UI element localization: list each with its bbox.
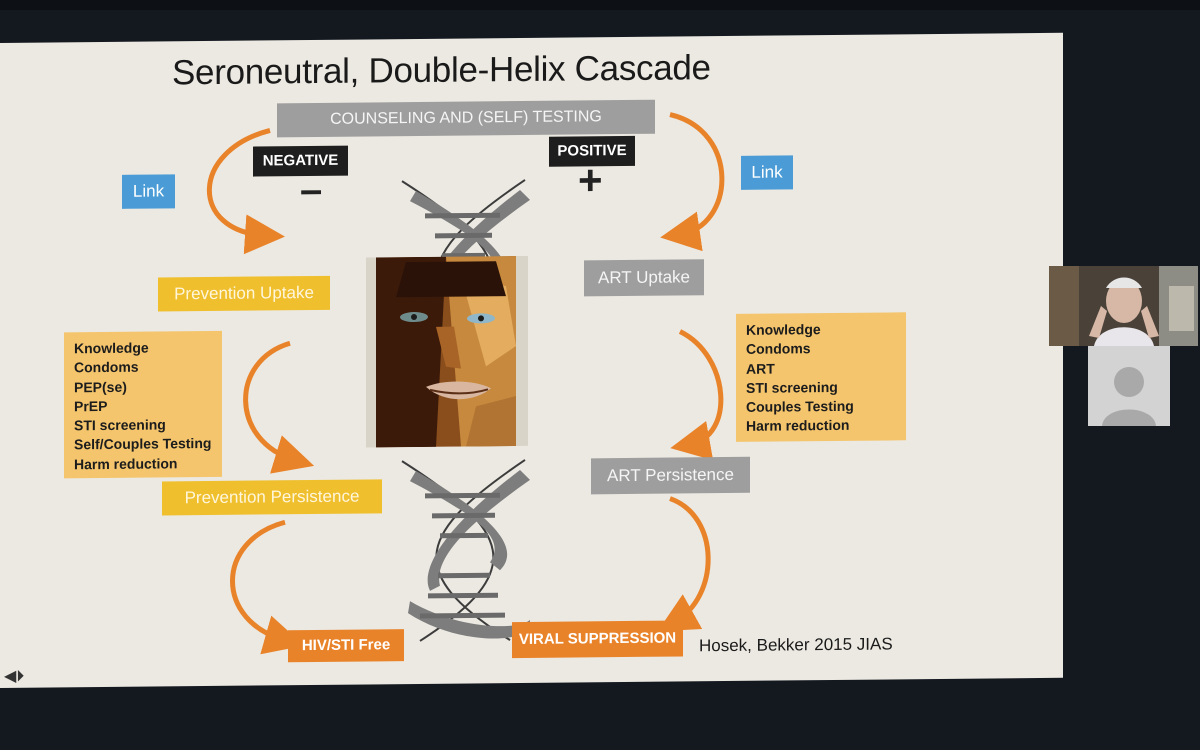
hiv-sti-free-label: HIV/STI Free: [288, 629, 404, 663]
list-item: Knowledge: [74, 339, 149, 357]
prevention-uptake-label: Prevention Uptake: [158, 275, 330, 312]
list-item: PrEP: [74, 397, 108, 415]
cascade-arrows: [206, 112, 725, 655]
list-item: Knowledge: [746, 321, 821, 338]
speaker-icon[interactable]: ◀⏵: [4, 668, 25, 685]
negative-sign: –: [300, 167, 323, 213]
list-item: Condoms: [746, 340, 811, 358]
art-uptake-label: ART Uptake: [584, 259, 704, 297]
list-item: PEP(se): [74, 378, 127, 395]
prevention-tools-list: Knowledge Condoms PEP(se) PrEP STI scree…: [64, 330, 222, 479]
face-portrait-graphic: [366, 255, 528, 448]
screen-top-bar: [0, 0, 1200, 10]
participant-video-image: [1049, 266, 1198, 346]
viral-suppression-label: VIRAL SUPPRESSION: [512, 620, 683, 659]
presentation-slide: Seroneutral, Double-Helix Cascade COUNSE…: [0, 32, 1063, 689]
participant-avatar-tile[interactable]: [1088, 346, 1170, 426]
list-item: Harm reduction: [74, 455, 178, 473]
link-right-label: Link: [741, 155, 793, 190]
list-item: Self/Couples Testing: [74, 435, 212, 453]
list-item: STI screening: [74, 416, 166, 434]
list-item: Couples Testing: [746, 397, 854, 416]
list-item: STI screening: [746, 378, 838, 396]
art-tools-list: Knowledge Condoms ART STI screening Coup…: [736, 312, 906, 442]
citation-text: Hosek, Bekker 2015 JIAS: [699, 634, 893, 656]
participant-video-thumbnail[interactable]: [1049, 266, 1198, 346]
art-persistence-label: ART Persistence: [591, 456, 750, 495]
list-item: Condoms: [74, 358, 139, 376]
avatar-placeholder-icon: [1088, 346, 1170, 426]
link-left-label: Link: [122, 174, 175, 209]
positive-sign: +: [578, 156, 603, 204]
list-item: ART: [746, 360, 775, 377]
list-item: Harm reduction: [746, 417, 850, 435]
prevention-persistence-label: Prevention Persistence: [162, 479, 382, 516]
